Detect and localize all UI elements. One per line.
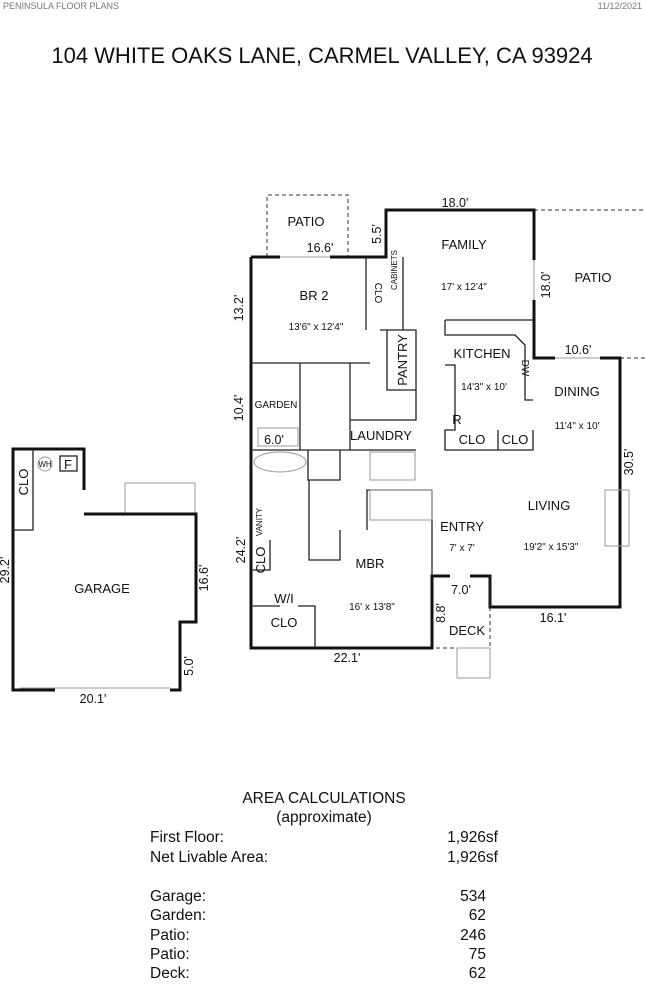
area-value-net-livable: 1,926sf <box>447 849 498 866</box>
area-label-first-floor: First Floor: <box>150 829 225 846</box>
dim-18-side: 18.0' <box>539 272 553 299</box>
dim-20-1: 20.1' <box>80 692 107 706</box>
label-br2-size: 13'6" x 12'4" <box>289 322 344 333</box>
label-living: LIVING <box>528 498 571 513</box>
exterior-walls <box>249 208 622 650</box>
area-value-garden: 62 <box>468 907 486 924</box>
dim-5-5: 5.5' <box>370 224 384 244</box>
dim-7-0: 7.0' <box>451 583 471 597</box>
area-label-garage: Garage: <box>150 888 207 905</box>
area-subheading: (approximate) <box>276 809 372 826</box>
label-vanity: VANITY <box>255 507 264 536</box>
interior-walls <box>124 257 630 679</box>
dim-16-6-garage: 16.6' <box>197 565 211 592</box>
dim-16-1: 16.1' <box>540 611 567 625</box>
label-deck: DECK <box>449 623 485 638</box>
label-cabinets: CABINETS <box>390 250 399 290</box>
label-dining-size: 11'4" x 10' <box>555 421 600 432</box>
area-heading: AREA CALCULATIONS <box>242 790 406 807</box>
page-title: 104 WHITE OAKS LANE, CARMEL VALLEY, CA 9… <box>51 43 592 68</box>
area-label-deck: Deck: <box>150 965 190 982</box>
label-patio-right: PATIO <box>574 270 611 285</box>
label-clo-mbr: CLO <box>253 547 268 574</box>
area-label-garden: Garden: <box>150 907 207 924</box>
area-value-patio-2: 75 <box>468 946 486 963</box>
label-kitchen: KITCHEN <box>453 346 510 361</box>
dim-30-5: 30.5' <box>622 449 636 476</box>
label-wi-clo: CLO <box>271 615 298 630</box>
label-garage: GARAGE <box>74 581 130 596</box>
dim-16-6: 16.6' <box>307 241 334 255</box>
label-clo-br2: CLO <box>372 283 383 304</box>
area-label-patio-2: Patio: <box>150 946 190 963</box>
dim-22-1: 22.1' <box>334 651 361 665</box>
patio-outlines <box>266 194 645 649</box>
plan-date: 11/12/2021 <box>598 1 642 11</box>
label-mbr-size: 16' x 13'8" <box>349 602 395 613</box>
label-kitchen-size: 14'3" x 10' <box>461 382 507 393</box>
label-clo-kitchen-1: CLO <box>459 432 486 447</box>
label-furnace: F <box>64 457 72 472</box>
label-family-size: 17' x 12'4" <box>441 282 487 293</box>
area-value-garage: 534 <box>460 888 486 905</box>
label-entry-size: 7' x 7' <box>449 543 475 554</box>
dim-6-0: 6.0' <box>264 433 284 447</box>
area-value-first-floor: 1,926sf <box>447 829 498 846</box>
label-pantry: PANTRY <box>395 334 410 386</box>
dim-5-0: 5.0' <box>182 656 196 676</box>
label-garden: GARDEN <box>255 400 298 411</box>
label-clo-garage: CLO <box>16 469 31 496</box>
area-label-net-livable: Net Livable Area: <box>150 849 269 866</box>
label-wi: W/I <box>274 591 294 606</box>
label-dw: DW <box>519 360 530 377</box>
label-family: FAMILY <box>441 237 487 252</box>
label-laundry: LAUNDRY <box>350 428 412 443</box>
dim-18-top: 18.0' <box>442 196 469 210</box>
label-water-heater: WH <box>38 460 52 469</box>
dim-13-2: 13.2' <box>232 295 246 322</box>
area-value-patio-1: 246 <box>460 927 486 944</box>
label-br2: BR 2 <box>300 288 329 303</box>
label-dining: DINING <box>554 384 600 399</box>
label-entry: ENTRY <box>440 519 484 534</box>
dimension-labels: 18.0' 5.5' 16.6' 18.0' 13.2' 10.6' 10.4'… <box>0 196 636 706</box>
dim-10-6: 10.6' <box>565 343 592 357</box>
dim-24-2: 24.2' <box>234 537 248 564</box>
area-value-deck: 62 <box>468 965 486 982</box>
label-mbr: MBR <box>356 556 385 571</box>
room-labels: PATIO BR 2 13'6" x 12'4" CLO CABINETS FA… <box>16 214 612 638</box>
garage-walls <box>11 447 198 692</box>
label-living-size: 19'2" x 15'3" <box>524 542 579 553</box>
dim-29-2: 29.2' <box>0 557 12 584</box>
label-clo-kitchen-2: CLO <box>502 432 529 447</box>
company-name: PENINSULA FLOOR PLANS <box>3 1 119 11</box>
dim-8-8: 8.8' <box>434 603 448 623</box>
dim-10-4: 10.4' <box>232 395 246 422</box>
label-patio-top: PATIO <box>287 214 324 229</box>
area-label-patio-1: Patio: <box>150 927 190 944</box>
label-r: R <box>452 412 461 427</box>
